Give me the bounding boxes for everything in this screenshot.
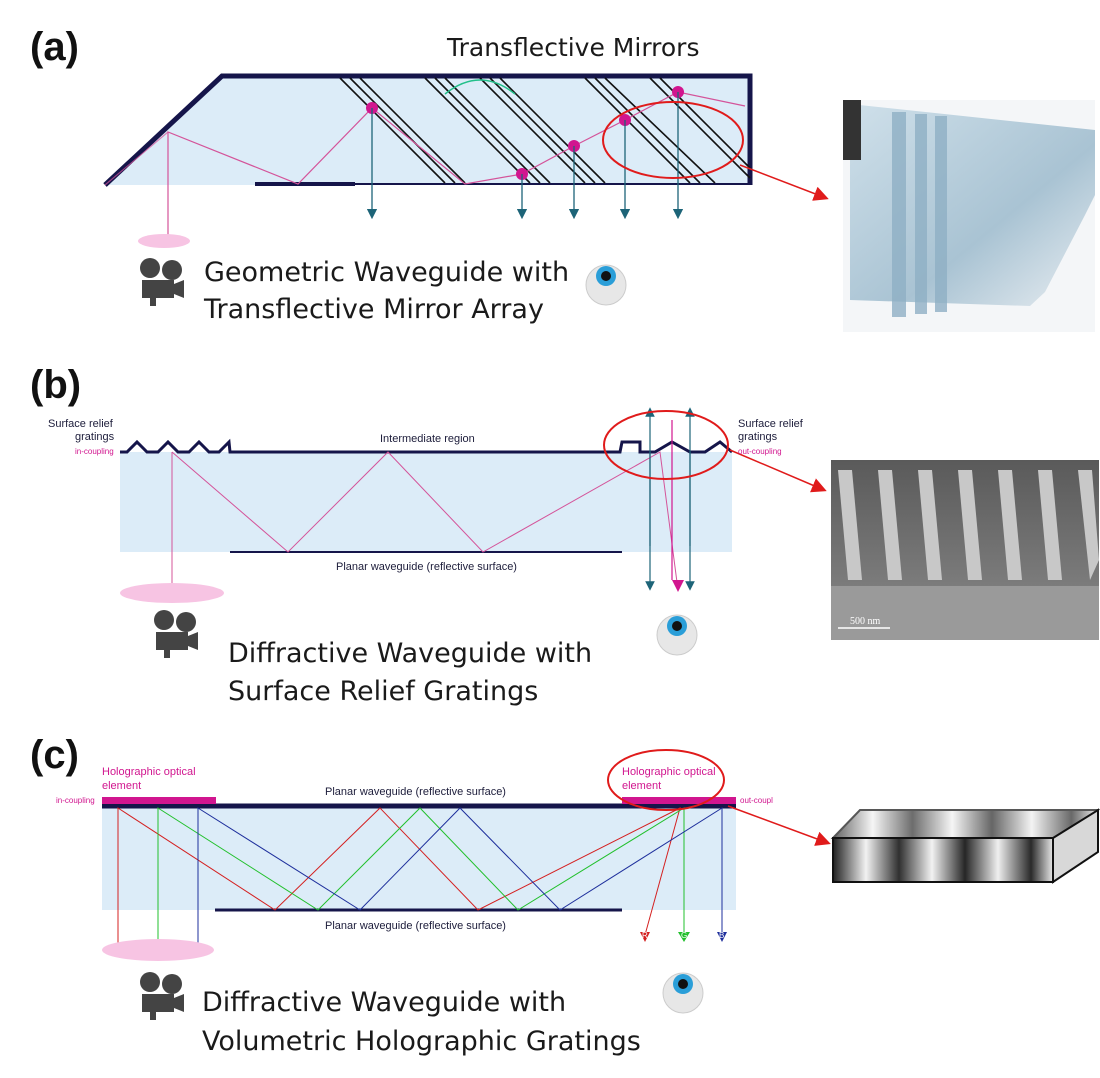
sem-scale-label: 500 nm bbox=[850, 616, 881, 627]
hoe-waveguide bbox=[102, 749, 831, 961]
hoe-right-label-1: Holographic optical bbox=[622, 766, 716, 778]
volume-grating-block bbox=[830, 808, 1100, 884]
caption-c-line1: Diffractive Waveguide with bbox=[202, 987, 566, 1018]
projector-icon-a bbox=[140, 258, 184, 306]
srg-right-sub: out-coupling bbox=[738, 447, 782, 456]
hoe-right-sub: out-coupl bbox=[740, 796, 773, 805]
srg-waveguide bbox=[120, 407, 827, 603]
srg-bottom-label: Planar waveguide (reflective surface) bbox=[336, 561, 517, 573]
hoe-right-label-2: element bbox=[622, 780, 661, 792]
waveguide-photo bbox=[843, 100, 1095, 332]
eye-icon-b bbox=[656, 614, 698, 656]
arrow-r-label: R bbox=[642, 931, 648, 940]
arrow-b-label: B bbox=[719, 931, 724, 940]
hoe-left-label-2: element bbox=[102, 780, 141, 792]
intermediate-label: Intermediate region bbox=[380, 433, 475, 445]
hoe-top-label: Planar waveguide (reflective surface) bbox=[325, 786, 506, 798]
srg-left-label-2: gratings bbox=[75, 431, 115, 443]
hoe-bottom-label: Planar waveguide (reflective surface) bbox=[325, 920, 506, 932]
srg-right-label-2: gratings bbox=[738, 431, 778, 443]
eye-icon-c bbox=[662, 972, 704, 1014]
caption-b-line2: Surface Relief Gratings bbox=[228, 676, 538, 707]
srg-right-label-1: Surface relief bbox=[738, 418, 804, 430]
caption-c-line2: Volumetric Holographic Gratings bbox=[202, 1026, 641, 1057]
srg-left-sub: in-coupling bbox=[75, 447, 114, 456]
panel-c-label: (c) bbox=[30, 733, 79, 777]
arrow-g-label: G bbox=[681, 931, 687, 940]
projector-icon-b bbox=[154, 610, 198, 658]
caption-a-line1: Geometric Waveguide with bbox=[204, 257, 569, 288]
hoe-left-sub: in-coupling bbox=[56, 796, 95, 805]
caption-b-line1: Diffractive Waveguide with bbox=[228, 638, 592, 669]
srg-left-label-1: Surface relief bbox=[48, 418, 114, 430]
hoe-left-label-1: Holographic optical bbox=[102, 766, 196, 778]
eye-icon-a bbox=[585, 264, 627, 306]
geometric-waveguide bbox=[103, 73, 829, 248]
panel-a-label: (a) bbox=[30, 25, 79, 69]
transflective-mirrors-label: Transflective Mirrors bbox=[446, 33, 700, 62]
projector-icon-c bbox=[140, 972, 184, 1020]
sem-image: 500 nm bbox=[831, 460, 1099, 640]
panel-b-label: (b) bbox=[30, 363, 81, 407]
caption-a-line2: Transflective Mirror Array bbox=[203, 294, 544, 325]
